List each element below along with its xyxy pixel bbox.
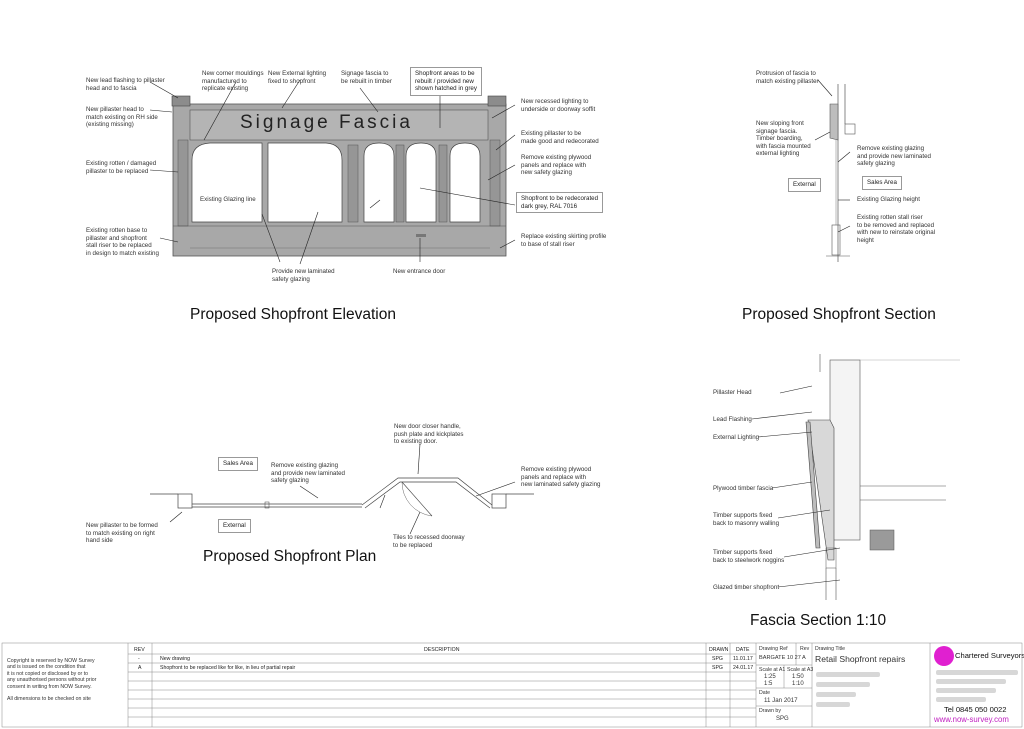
note-tiles: Tiles to recessed doorway to be replaced bbox=[393, 534, 465, 549]
note-plywood-panels: Remove existing plywood panels and repla… bbox=[521, 154, 592, 177]
note-redecorated: Shopfront to be redecorated dark grey, R… bbox=[516, 192, 604, 214]
note-corner-mouldings: New corner mouldings manufactured to rep… bbox=[202, 70, 264, 93]
note-fascia-glazed: Glazed timber shopfront bbox=[713, 584, 780, 591]
company-web-link[interactable]: www.now-survey.com bbox=[934, 715, 1009, 724]
scale-a1: 1:25 1:5 bbox=[764, 674, 776, 687]
note-external-lighting: New External lighting fixed to shopfront bbox=[268, 70, 327, 85]
note-entrance-door: New entrance door bbox=[393, 268, 446, 275]
row-0-rev: - bbox=[138, 656, 140, 662]
elevation-drawing bbox=[171, 95, 507, 257]
note-fascia-lead-flashing: Lead Flashing bbox=[713, 416, 752, 423]
signage-fascia-label: Signage Fascia bbox=[240, 112, 413, 133]
rev-value: A bbox=[802, 655, 806, 661]
title-elevation: Proposed Shopfront Elevation bbox=[190, 306, 396, 323]
drawn-by: SPG bbox=[776, 716, 789, 722]
note-rotten-base: Existing rotten base to pillaster and sh… bbox=[86, 227, 159, 257]
section-sales-area-label: Sales Area bbox=[862, 176, 902, 190]
note-rotten-pillaster: Existing rotten / damaged pillaster to b… bbox=[86, 160, 157, 175]
address-redacted bbox=[816, 670, 1018, 707]
note-pillaster-good: Existing pillaster to be made good and r… bbox=[521, 130, 599, 145]
leader-lines bbox=[149, 79, 851, 588]
section-external-label: External bbox=[788, 178, 821, 192]
note-fascia-external-lighting: External Lighting bbox=[713, 434, 760, 441]
note-recessed-lighting: New recessed lighting to underside or do… bbox=[521, 98, 596, 113]
fascia-section-drawing bbox=[805, 354, 960, 600]
row-1-date: 24.01.17 bbox=[733, 665, 754, 671]
rev-label: Rev bbox=[800, 646, 810, 652]
row-0-date: 11.01.17 bbox=[733, 656, 753, 662]
company-tel: Tel 0845 050 0022 bbox=[944, 705, 1007, 714]
header-description: DESCRIPTION bbox=[424, 647, 460, 653]
note-sloping-fascia: New sloping front signage fascia. Timber… bbox=[756, 120, 811, 158]
drawn-by-label: Drawn by bbox=[759, 708, 781, 714]
glazing-line-label: Existing Glazing line bbox=[200, 196, 256, 203]
note-laminated: Provide new laminated safety glazing bbox=[272, 268, 335, 283]
note-door-closer: New door closer handle, push plate and k… bbox=[394, 423, 464, 446]
title-fascia: Fascia Section 1:10 bbox=[750, 612, 887, 629]
header-drawn: DRAWN bbox=[709, 647, 729, 653]
note-stall-riser: Existing rotten stall riser to be remove… bbox=[857, 214, 936, 244]
drawing-ref: BARGATE 10 27 bbox=[759, 655, 801, 661]
section-drawing bbox=[826, 84, 856, 262]
note-skirting: Replace existing skirting profile to bas… bbox=[521, 233, 607, 248]
note-lead-flashing: New lead flashing to pillaster head and … bbox=[86, 77, 165, 92]
row-0-description: New drawing bbox=[160, 656, 190, 662]
scale-a1-label: Scale at A1 bbox=[759, 667, 786, 673]
title-plan: Proposed Shopfront Plan bbox=[203, 548, 377, 565]
date-label: Date bbox=[759, 690, 770, 696]
note-fascia-plywood: Plywood timber fascia bbox=[713, 485, 774, 492]
note-hatched-grey: Shopfront areas to be rebuilt / provided… bbox=[410, 67, 482, 96]
note-fascia-timber-steel: Timber supports fixed back to steelwork … bbox=[713, 549, 785, 564]
scale-a3: 1:50 1:10 bbox=[792, 674, 804, 687]
plan-drawing bbox=[150, 477, 534, 517]
drawing-title: Retail Shopfront repairs bbox=[815, 654, 906, 664]
note-plan-remove-glazing: Remove existing glazing and provide new … bbox=[271, 462, 345, 485]
note-section-remove-glazing: Remove existing glazing and provide new … bbox=[857, 145, 931, 168]
row-1-drawn: SPG bbox=[712, 665, 723, 671]
note-fascia-timber-masonry: Timber supports fixed back to masonry wa… bbox=[713, 512, 780, 527]
row-0-drawn: SPG bbox=[712, 656, 723, 662]
plan-external-label: External bbox=[218, 519, 251, 533]
title-section: Proposed Shopfront Section bbox=[742, 306, 936, 323]
row-1-rev: A bbox=[138, 665, 142, 671]
note-signage-rebuilt: Signage fascia to be rebuilt in timber bbox=[341, 70, 392, 85]
copyright-text: Copyright is reserved by NOW Survey and … bbox=[7, 658, 97, 690]
drawing-ref-label: Drawing Ref bbox=[759, 646, 788, 652]
note-protrusion: Protrusion of fascia to match existing p… bbox=[756, 70, 819, 85]
note-new-pillaster: New pillaster to be formed to match exis… bbox=[86, 522, 158, 545]
dimensions-note: All dimensions to be checked on site bbox=[7, 696, 91, 702]
plan-sales-area-label: Sales Area bbox=[218, 457, 258, 471]
title-block-frame bbox=[1, 642, 1023, 728]
drawing-title-label: Drawing Title bbox=[815, 646, 845, 652]
note-pillaster-head: New pillaster head to match existing on … bbox=[86, 106, 158, 129]
header-rev: REV bbox=[134, 647, 145, 653]
note-fascia-pillaster-head: Pillaster Head bbox=[713, 389, 752, 396]
company-name: Chartered Surveyors bbox=[955, 651, 1024, 660]
date-value: 11 Jan 2017 bbox=[764, 697, 798, 704]
row-1-description: Shopfront to be replaced like for like, … bbox=[160, 665, 296, 671]
scale-a3-label: Scale at A3 bbox=[787, 667, 814, 673]
note-glazing-height: Existing Glazing height bbox=[857, 196, 920, 203]
company-logo-icon bbox=[934, 646, 954, 666]
header-date: DATE bbox=[736, 647, 750, 653]
note-plan-plywood: Remove existing plywood panels and repla… bbox=[521, 466, 601, 489]
